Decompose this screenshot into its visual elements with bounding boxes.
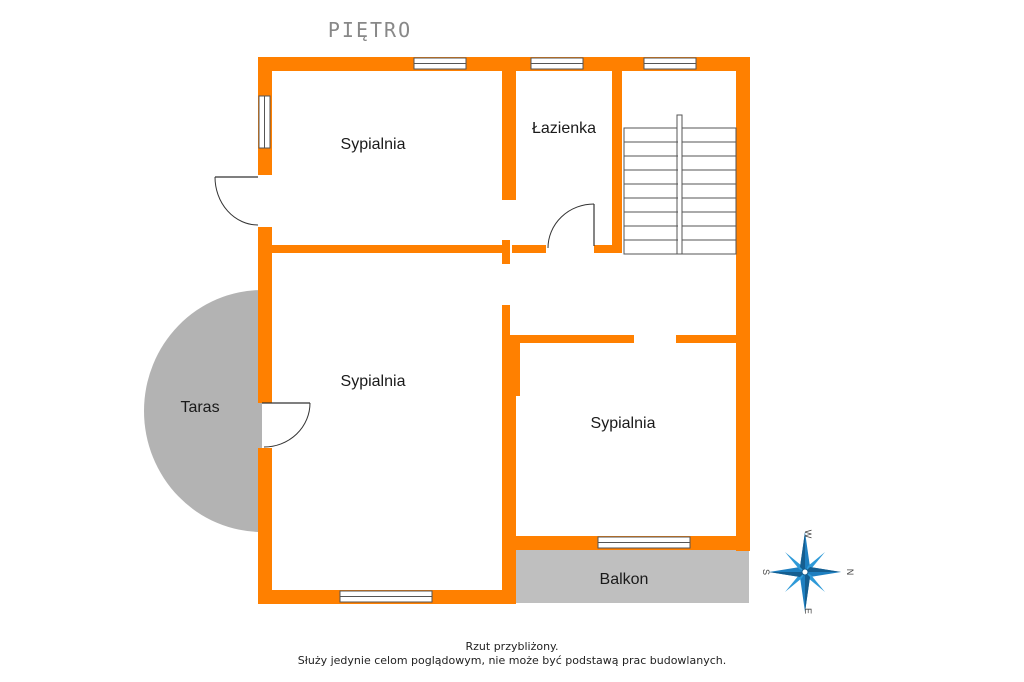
compass-rose-icon — [769, 532, 841, 612]
disclaimer-line-2: Służy jedynie celom poglądowym, nie może… — [297, 654, 727, 667]
room-label-bedroom-left: Sypialnia — [341, 373, 406, 390]
room-label-bedroom-top: Sypialnia — [341, 136, 406, 153]
doors — [214, 176, 595, 448]
compass-south-label: S — [761, 569, 771, 575]
room-label-balcony: Balkon — [600, 571, 649, 588]
terrace-area — [144, 290, 262, 532]
plan-title: PIĘTRO — [328, 18, 412, 42]
balcony-area — [516, 548, 749, 603]
windows — [258, 57, 697, 603]
compass-east-label: E — [803, 608, 813, 614]
room-label-terrace: Taras — [180, 399, 219, 416]
compass-west-label: W — [803, 530, 813, 539]
compass-north-label: N — [845, 569, 855, 576]
staircase — [623, 114, 737, 255]
room-label-bathroom: Łazienka — [532, 120, 596, 137]
disclaimer-line-1: Rzut przybliżony. — [465, 640, 559, 653]
room-label-bedroom-right: Sypialnia — [591, 415, 656, 432]
interior-walls — [258, 71, 746, 604]
